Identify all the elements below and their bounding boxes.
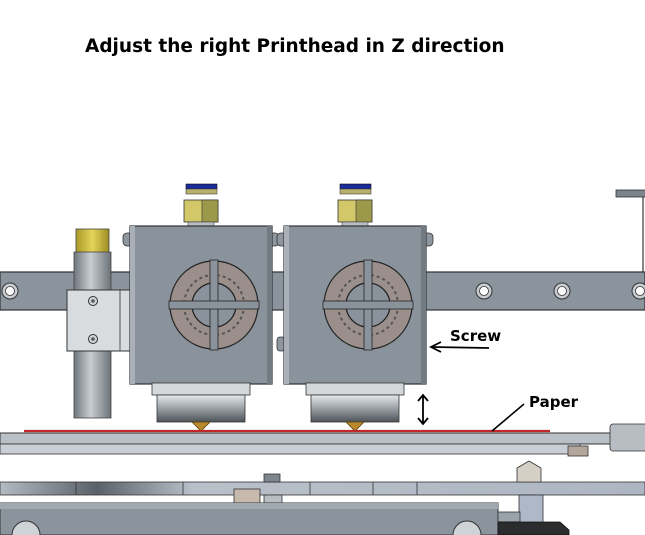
arrow-left-icon <box>428 341 490 353</box>
page-title: Adjust the right Printhead in Z directio… <box>85 36 505 57</box>
right-printhead <box>276 183 434 432</box>
fan-icon <box>168 259 260 351</box>
build-plate <box>0 423 645 457</box>
top-right-bracket <box>615 189 645 272</box>
paper-leader-line <box>491 403 525 432</box>
paper-label: Paper <box>529 393 579 411</box>
z-pillar <box>66 228 131 419</box>
screw-label: Screw <box>450 327 502 345</box>
lower-frame <box>0 460 645 535</box>
fan-icon <box>322 259 414 351</box>
double-arrow-vertical-icon <box>417 393 429 426</box>
left-printhead <box>122 183 280 432</box>
